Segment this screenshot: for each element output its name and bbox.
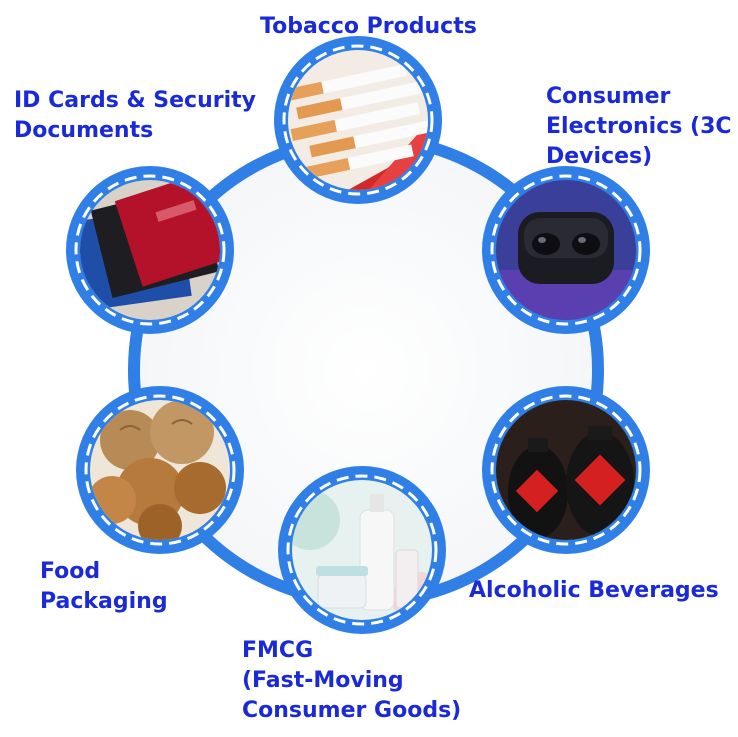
node-food — [76, 386, 244, 554]
node-fmcg — [278, 466, 446, 634]
label-alcohol: Alcoholic Beverages — [469, 578, 719, 603]
node-electronics — [482, 166, 650, 334]
label-tobacco: Tobacco Products — [260, 14, 477, 39]
node-tobacco — [274, 36, 442, 204]
id-card-holders-photo-icon — [80, 180, 220, 320]
walnuts-photo-icon — [90, 400, 230, 540]
label-electronics: Consumer Electronics (3C Devices) — [546, 84, 732, 169]
label-fmcg: FMCG (Fast-Moving Consumer Goods) — [242, 638, 462, 723]
liquor-jars-photo-icon — [496, 400, 636, 540]
node-alcohol — [482, 386, 650, 554]
label-id-cards: ID Cards & Security Documents — [14, 88, 257, 143]
label-food: Food Packaging — [40, 559, 168, 614]
node-id-cards — [66, 166, 234, 334]
cosmetic-bottles-photo-icon — [292, 480, 432, 620]
